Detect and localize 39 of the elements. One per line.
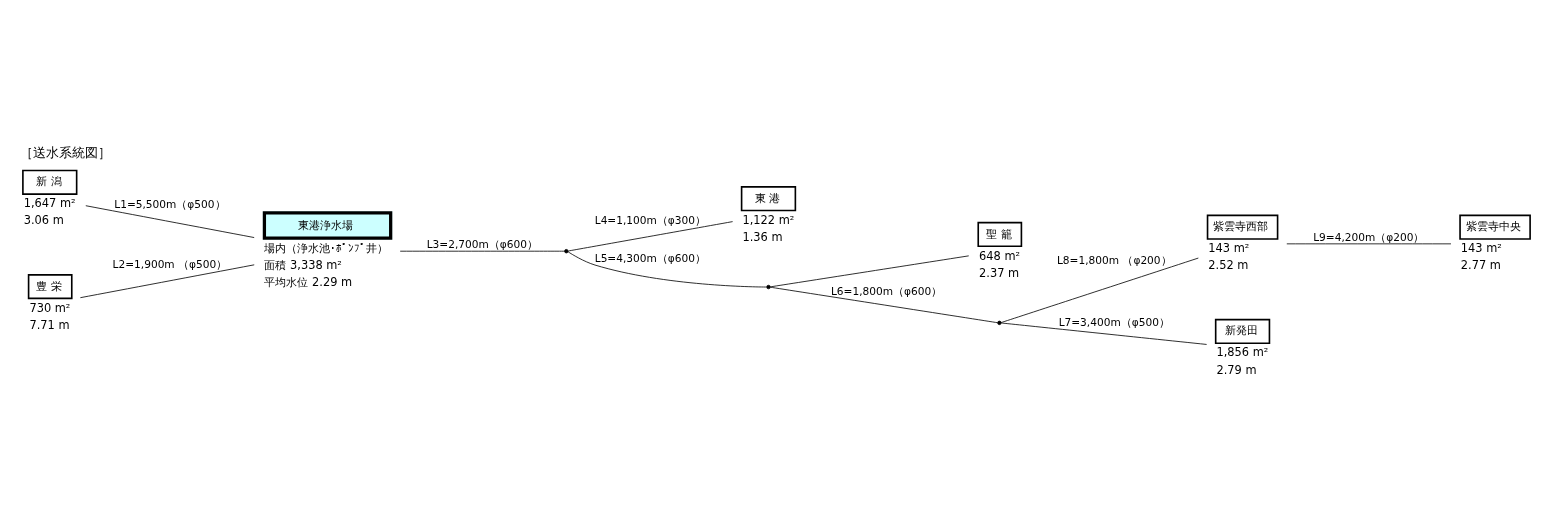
node-label: 1,647 m²: [23, 195, 76, 210]
node-label: 2.52 m: [1208, 257, 1249, 272]
edge-label: L8=1,800m （φ200）: [1056, 253, 1172, 266]
node-label: 1.36 m: [742, 229, 783, 244]
node-label: 730 m²: [29, 300, 71, 315]
connector: [1000, 322, 1208, 345]
node-label: 648 m²: [979, 248, 1021, 262]
edge-label: L7=3,400m（φ500）: [1058, 315, 1170, 328]
node-label: 2.79 m: [1216, 362, 1257, 377]
edge-label: L3=2,700m（φ600）: [426, 237, 538, 250]
node-label: 場内（浄水池･ﾎﾟﾝﾌﾟ井）: [264, 240, 389, 255]
node-label: 143 m²: [1208, 240, 1250, 255]
connector: [568, 220, 733, 251]
node-label: 2.77 m: [1460, 257, 1501, 272]
connector: [1000, 257, 1199, 323]
connector: [769, 254, 970, 287]
node-label: 2.37 m: [979, 265, 1020, 280]
connector: [769, 286, 999, 323]
node-label: 1,856 m²: [1216, 344, 1269, 359]
connector: [567, 250, 767, 287]
edge-label: L5=4,300m（φ600）: [594, 251, 706, 264]
edge-label: L6=1,800m（φ600）: [830, 284, 943, 297]
node-label: 1,122 m²: [742, 212, 795, 227]
connector: [85, 204, 255, 238]
edge-label: L2=1,900m （φ500）: [112, 257, 228, 270]
node-label: 143 m²: [1460, 240, 1502, 255]
node-point: [997, 320, 1002, 325]
connector: [399, 250, 565, 252]
edge-label: L1=5,500m（φ500）: [114, 197, 226, 210]
node-label: 平均水位 2.29 m: [264, 274, 353, 289]
diagram-title: ［送水系統図］: [20, 144, 112, 160]
node-point: [564, 248, 569, 253]
connector: [79, 263, 255, 298]
node-label: 7.71 m: [29, 317, 70, 332]
node-label: 面積 3,338 m²: [264, 257, 342, 272]
edge-label: L4=1,100m（φ300）: [594, 213, 706, 226]
node-point: [766, 284, 771, 289]
edge-label: L9=4,200m（φ200）: [1313, 230, 1425, 243]
node-label: 3.06 m: [23, 212, 64, 227]
